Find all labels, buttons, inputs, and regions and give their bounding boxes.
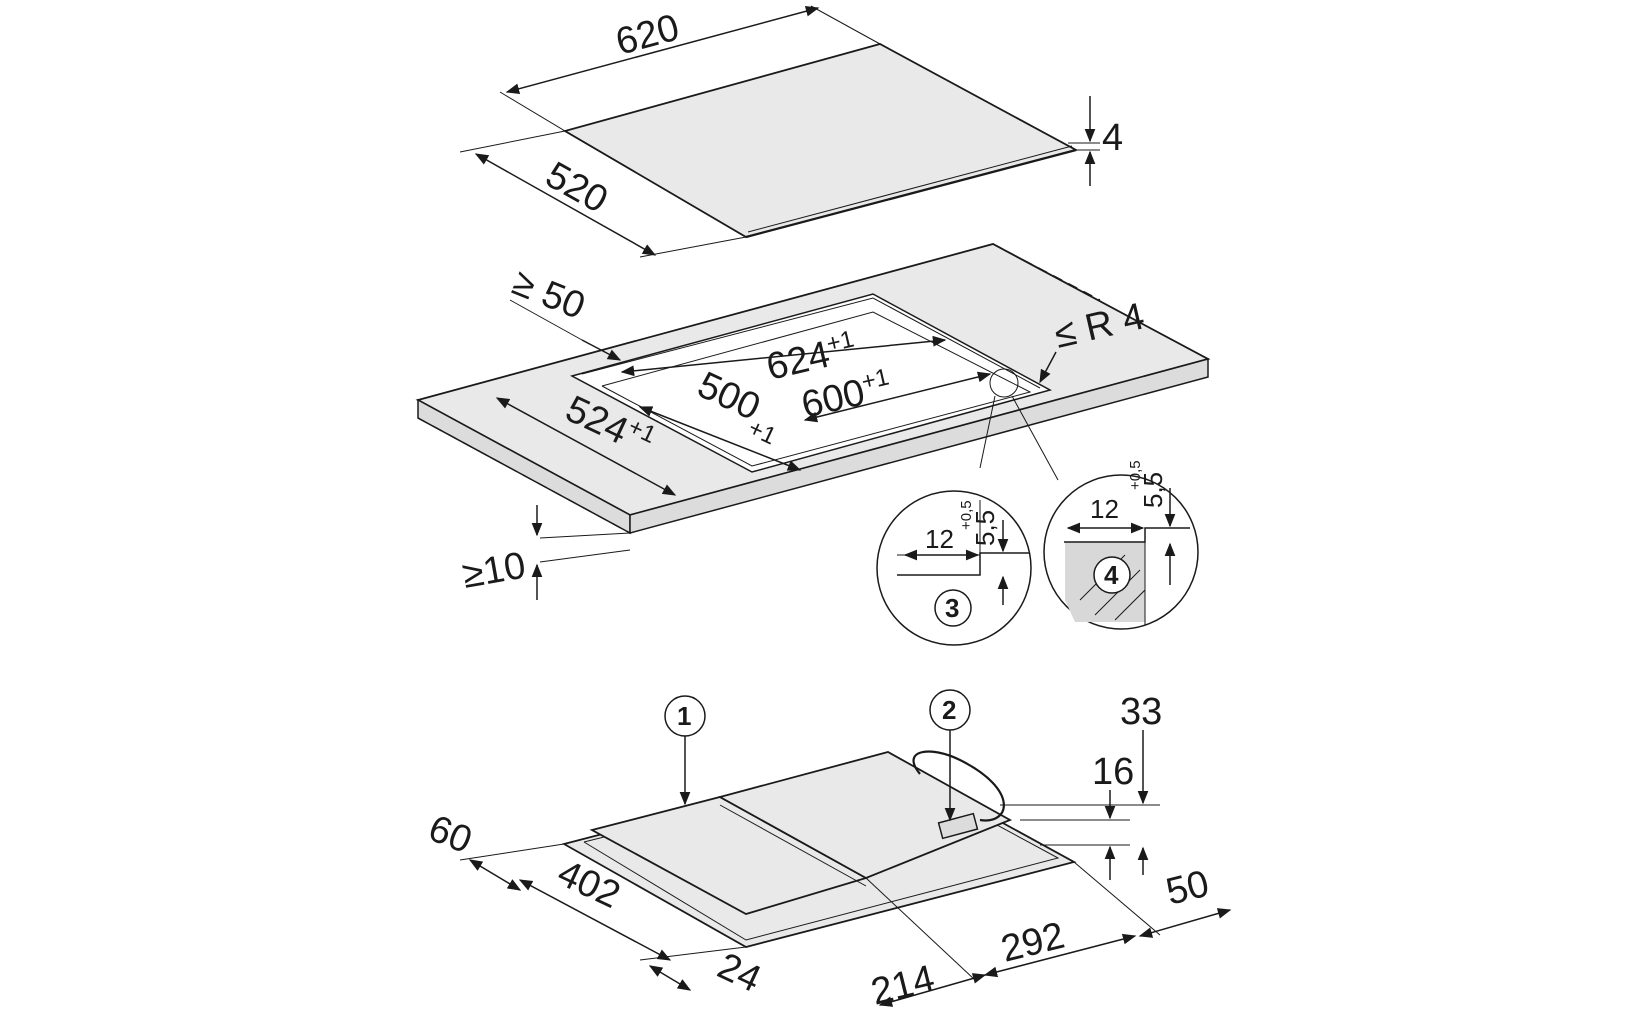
dim-16: 16	[1092, 751, 1134, 793]
detail-4-tol: +0,5	[1127, 460, 1144, 490]
dim-292: 292	[997, 915, 1069, 971]
detail-4-depth: 5,5	[1138, 472, 1168, 508]
callout-2: 2	[942, 695, 956, 725]
dim-depth-520: 520	[539, 154, 615, 221]
dim-214: 214	[867, 958, 939, 1014]
detail-3-depth: 5,5	[970, 510, 1000, 546]
dim-thickness-4: 4	[1102, 117, 1123, 159]
hob-top-view: 620 520 4	[459, 5, 1123, 258]
detail-3-tol: +0,5	[958, 500, 975, 530]
hob-underside-view: 1 2 60 402 24 214 292 50 16	[423, 689, 1232, 1014]
dim-front-distance: ≥ 50	[507, 261, 591, 328]
detail-3-number: 3	[945, 593, 959, 623]
dim-worktop-min: ≥10	[459, 545, 528, 597]
power-cable	[912, 750, 1005, 822]
dim-width-620: 620	[611, 7, 683, 64]
callout-1: 1	[677, 701, 691, 731]
dim-60: 60	[423, 807, 478, 862]
detail-4-number: 4	[1104, 560, 1119, 590]
worktop-cutout-view: ≥ 50 624+1 600+1 500+1 524+1 ≤ R 4 ≥10	[415, 243, 1211, 600]
detail-3-rebate: 12	[925, 524, 954, 554]
detail-4-badge	[1093, 556, 1131, 594]
detail-3: 12 5,5 +0,5 3	[876, 490, 1032, 646]
detail-4-rebate: 12	[1090, 494, 1119, 524]
detail-4: 12 5,5 +0,5 4	[1043, 460, 1199, 630]
dim-50: 50	[1162, 863, 1213, 914]
detail-3-badge	[934, 589, 972, 627]
dim-33: 33	[1120, 691, 1162, 733]
detail-3-circle	[876, 490, 1032, 646]
hob-housing-right	[717, 751, 1013, 879]
dim-24: 24	[711, 945, 767, 1001]
hob-glass-plate	[562, 43, 1079, 238]
